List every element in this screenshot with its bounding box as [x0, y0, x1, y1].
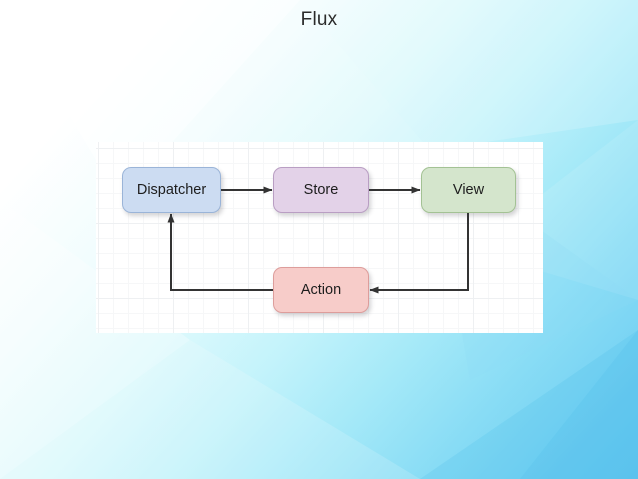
node-view-label: View — [452, 182, 485, 198]
node-view[interactable]: View — [421, 167, 516, 213]
node-action[interactable]: Action — [273, 267, 369, 313]
flux-diagram-panel: Dispatcher Store View Action — [96, 142, 543, 333]
page-title: Flux — [300, 9, 338, 30]
node-dispatcher-label: Dispatcher — [136, 182, 207, 198]
node-action-label: Action — [300, 282, 342, 298]
edge-view-to-action — [369, 213, 469, 294]
node-store[interactable]: Store — [273, 167, 369, 213]
node-dispatcher[interactable]: Dispatcher — [122, 167, 221, 213]
edge-action-to-dispatcher — [167, 213, 273, 291]
diagram-connectors — [167, 186, 469, 294]
node-store-label: Store — [303, 182, 339, 198]
